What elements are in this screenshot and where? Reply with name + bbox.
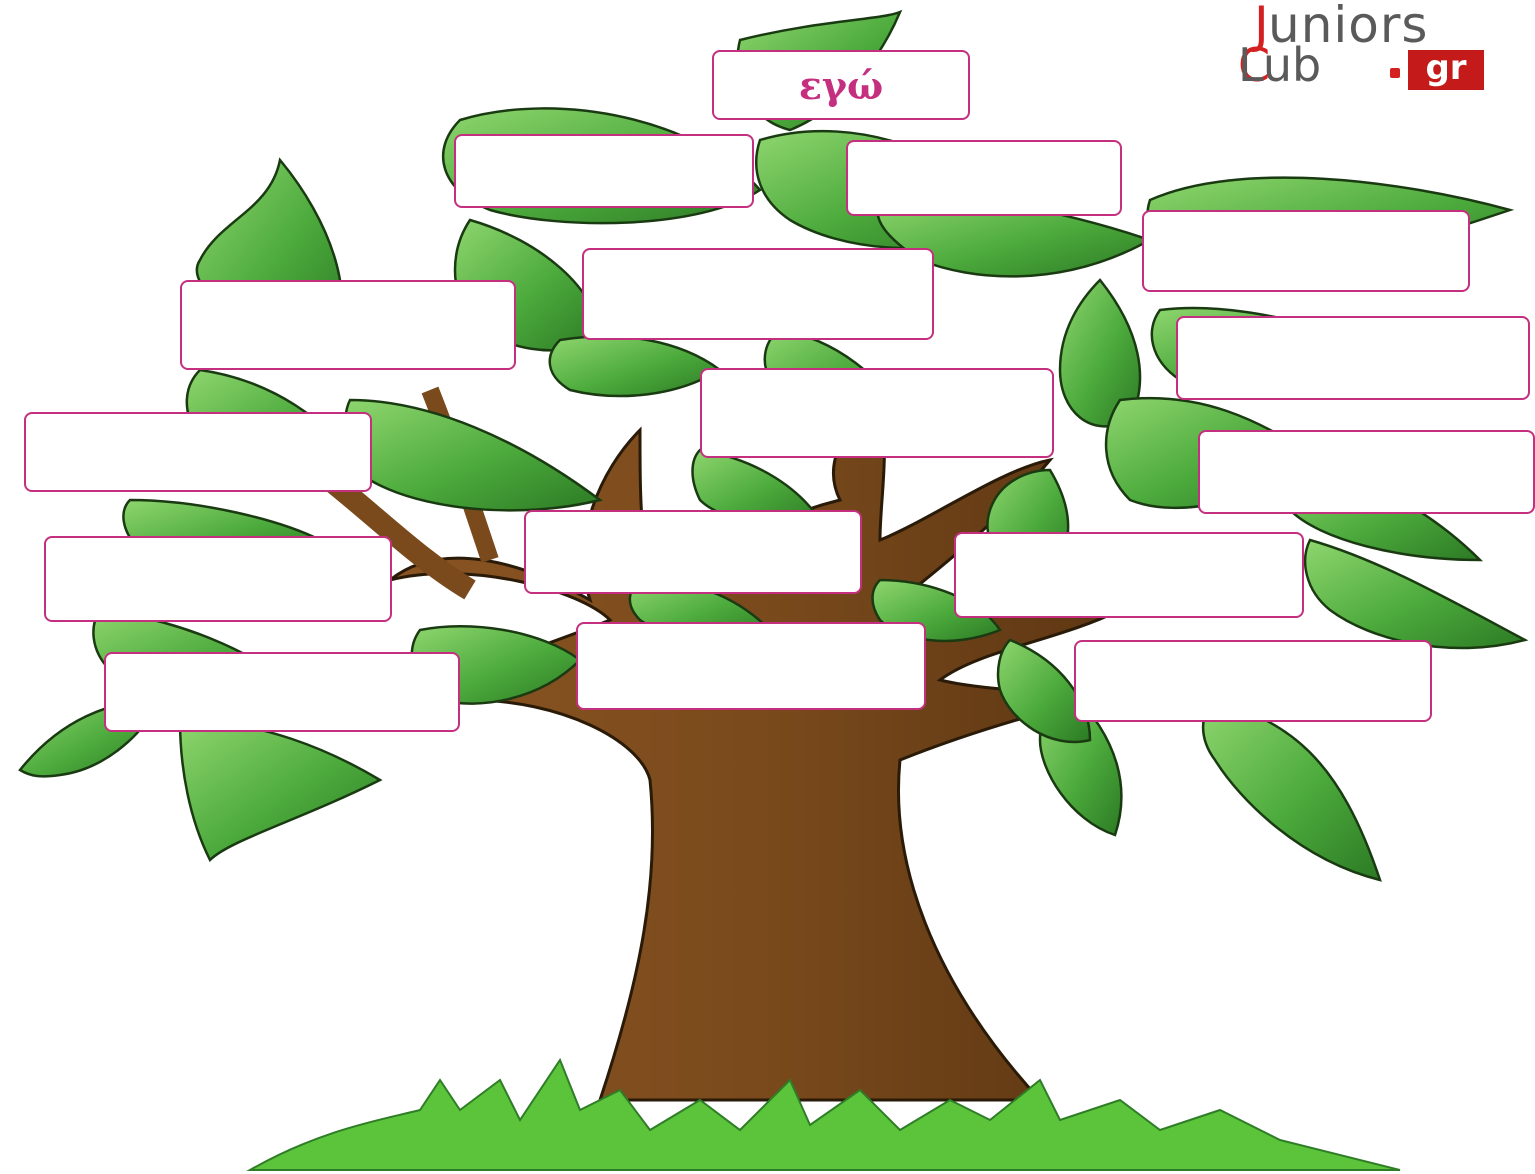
- logo-j: J: [1254, 0, 1269, 54]
- name-box[interactable]: [576, 622, 926, 710]
- logo-juniors: uniors: [1268, 0, 1429, 54]
- name-box-ego[interactable]: εγώ: [712, 50, 970, 120]
- name-box[interactable]: [700, 368, 1054, 458]
- logo-gr: gr: [1408, 50, 1484, 90]
- box-label: εγώ: [798, 62, 884, 108]
- name-box[interactable]: [1198, 430, 1535, 514]
- name-box[interactable]: [1142, 210, 1470, 292]
- grass: [246, 1057, 1401, 1171]
- logo-dot: [1390, 68, 1400, 78]
- logo-club: Lub: [1238, 38, 1322, 92]
- name-box[interactable]: [846, 140, 1122, 216]
- name-box[interactable]: [1074, 640, 1432, 722]
- name-box[interactable]: [180, 280, 516, 370]
- name-box[interactable]: [1176, 316, 1530, 400]
- name-box[interactable]: [24, 412, 372, 492]
- name-box[interactable]: [104, 652, 460, 732]
- logo-c: C: [1238, 38, 1271, 92]
- name-box[interactable]: [524, 510, 862, 594]
- name-box[interactable]: [44, 536, 392, 622]
- name-box[interactable]: [582, 248, 934, 340]
- name-box[interactable]: [454, 134, 754, 208]
- juniorsclub-logo: J uniors C Lub gr: [1232, 0, 1502, 94]
- name-box[interactable]: [954, 532, 1304, 618]
